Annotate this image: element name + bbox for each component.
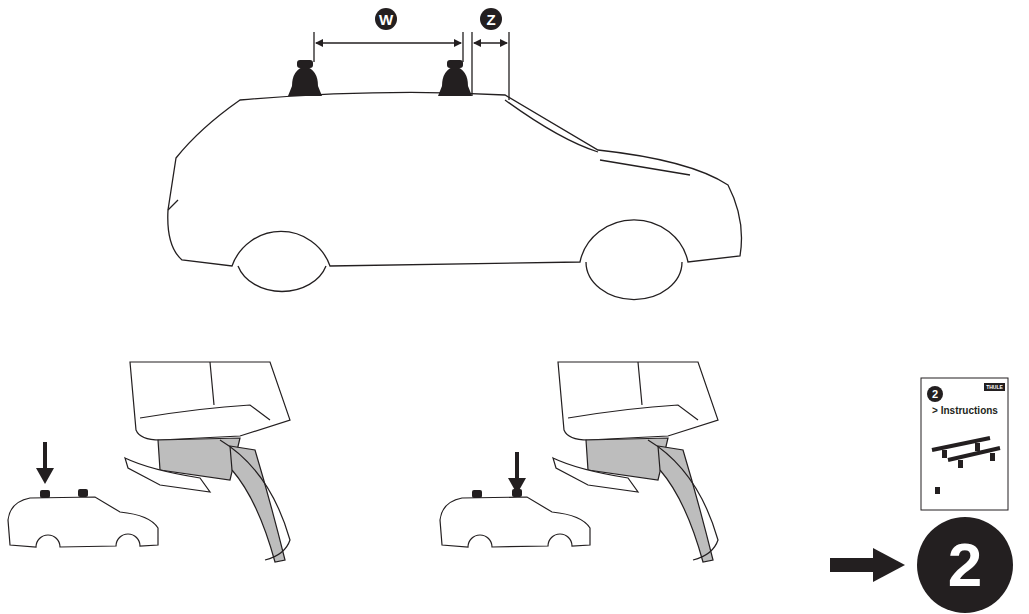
instruction-booklet [921,378,1008,510]
foot-closeup [125,362,290,562]
callout-letter: W [375,8,397,30]
step-number: 2 [927,386,943,402]
small-car-front-position [8,442,158,547]
callout-circle [480,8,502,30]
step-number: 2 [917,517,1013,613]
roof-rack-feet [288,60,472,96]
booklet-title: > Instructions [924,404,1006,418]
dimension-lines [314,32,509,100]
brand-logo: THULE [984,383,1005,391]
next-step-arrow [830,517,1013,613]
callout-circle [375,8,397,30]
callout-letter: Z [480,8,502,30]
foot-closeup [553,362,718,562]
car-side-view [168,92,742,299]
